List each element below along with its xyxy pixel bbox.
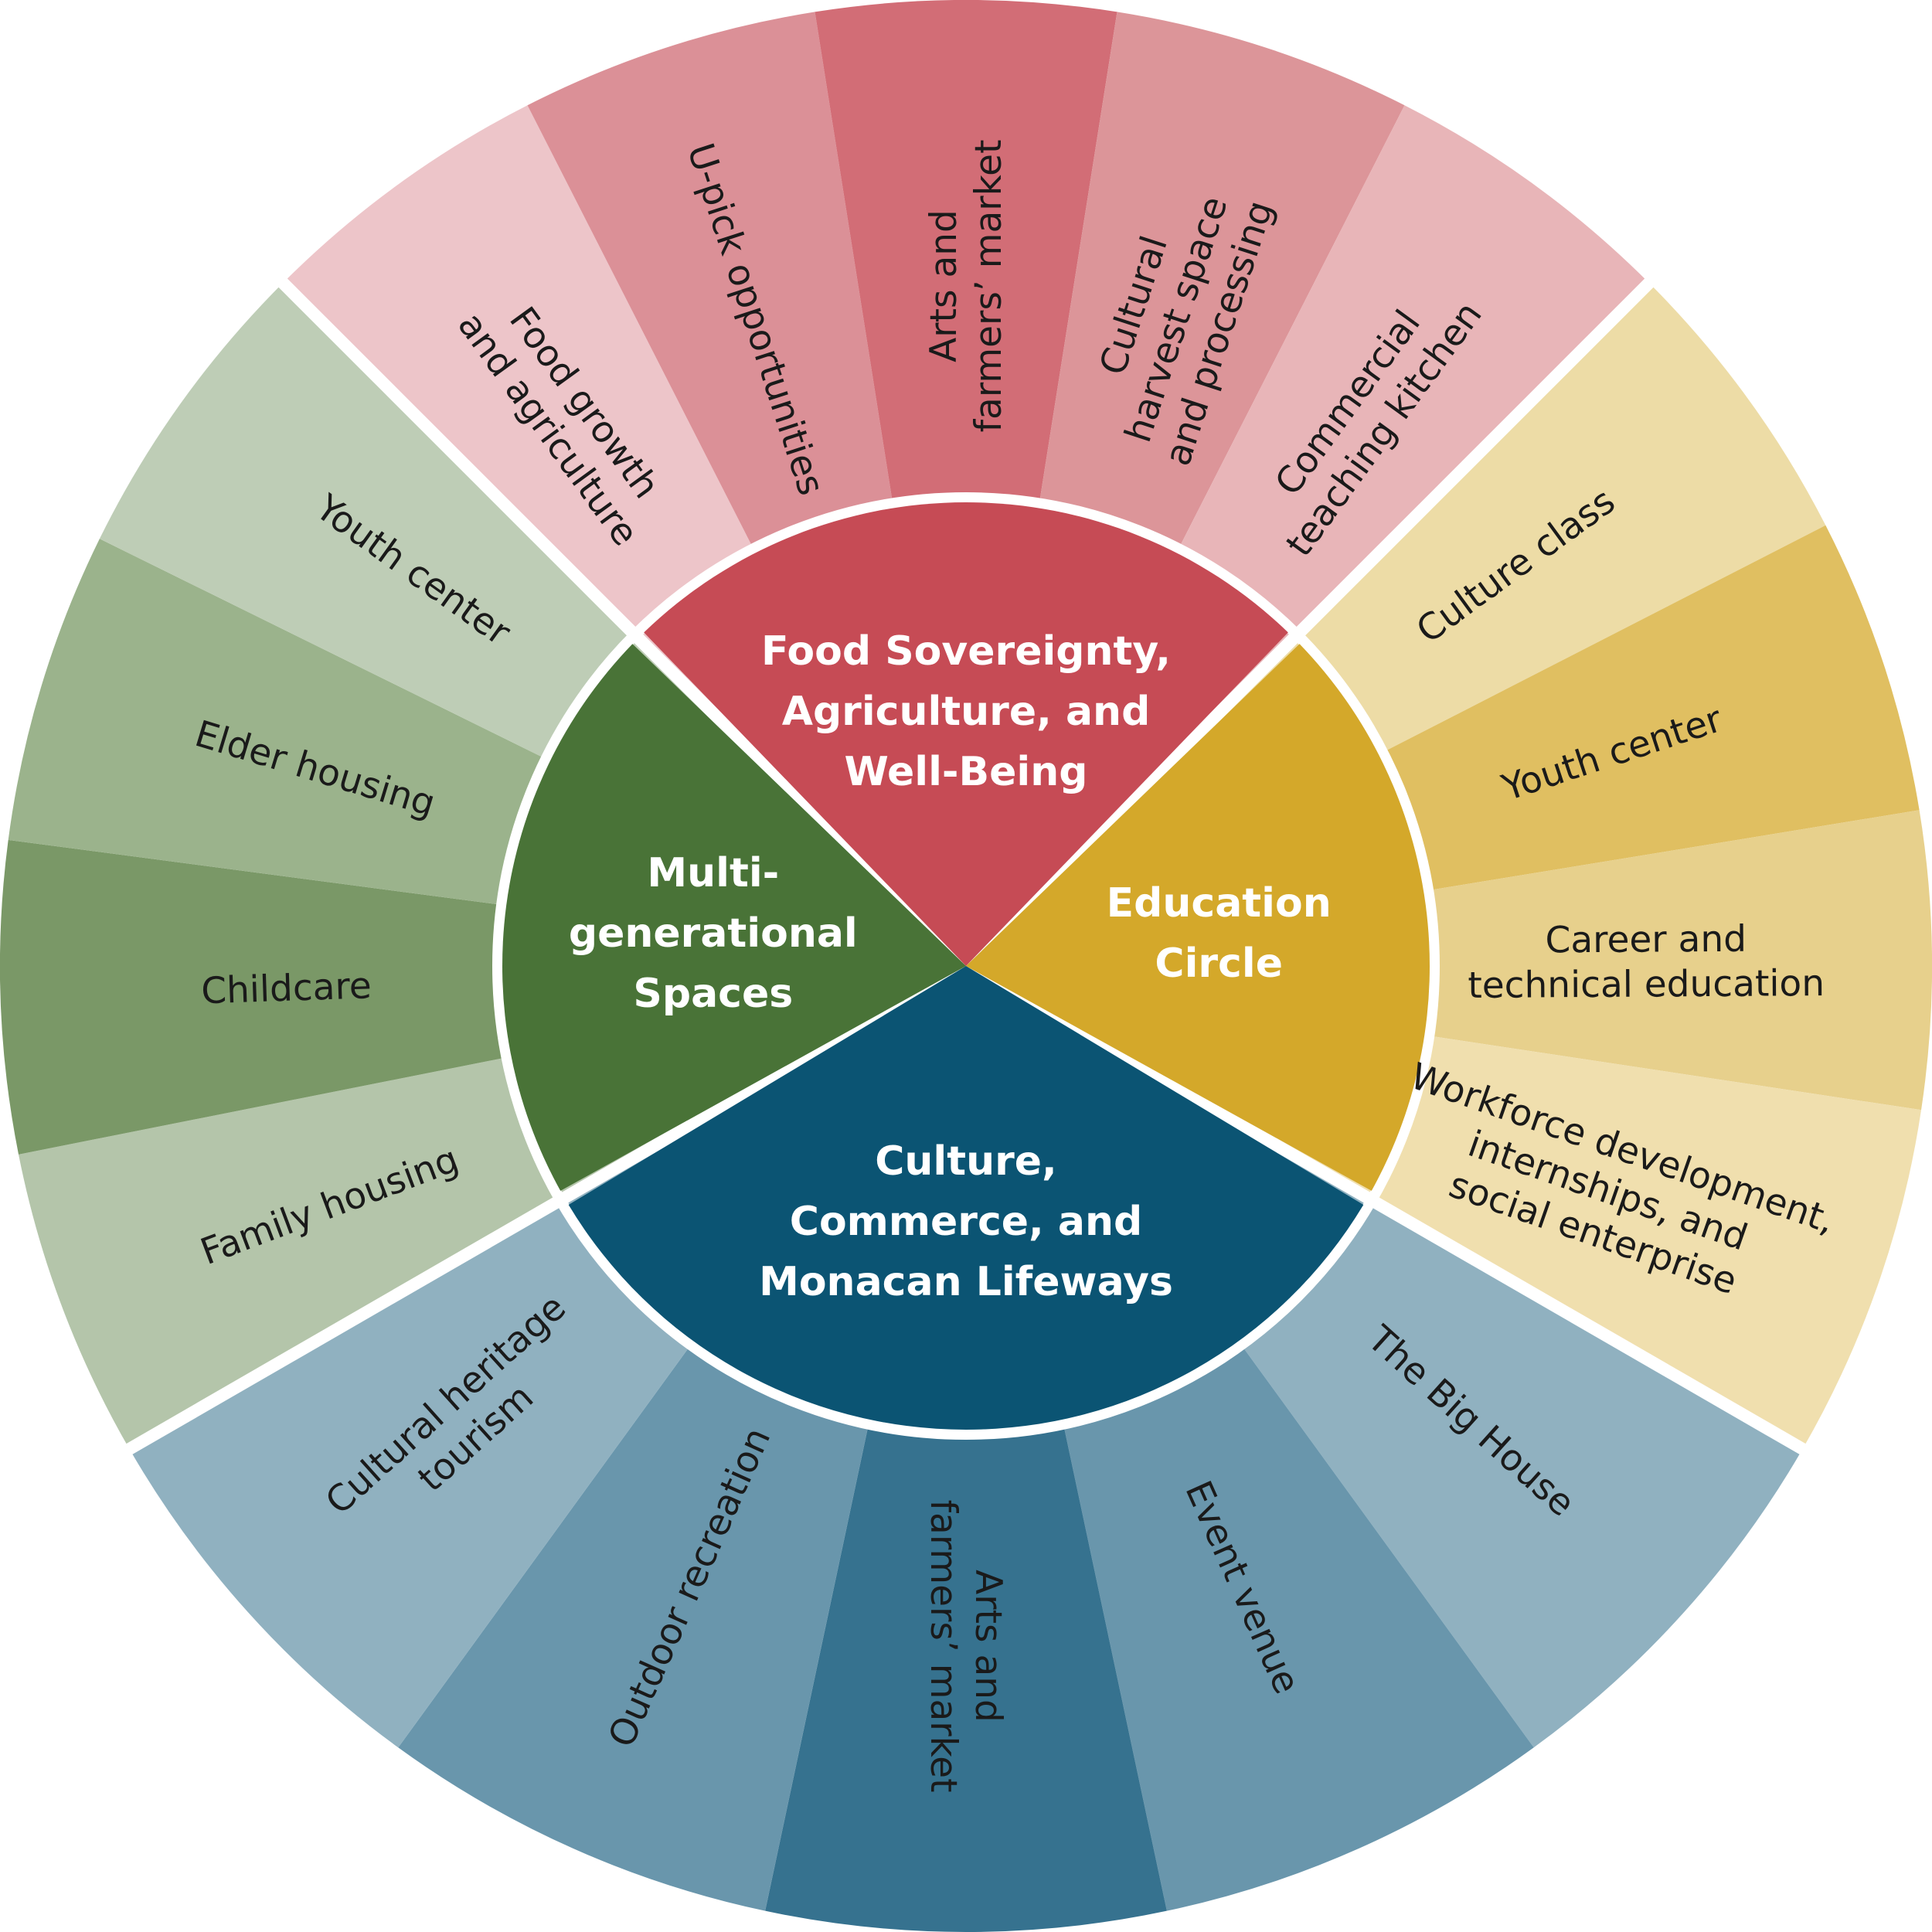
segment-label-line: Childcare	[200, 964, 372, 1012]
segment-label-line: farmers’ market	[968, 139, 1010, 432]
group-dividers	[124, 277, 1808, 1455]
core-education	[966, 644, 1430, 1191]
core-title-line: generational	[569, 910, 858, 957]
segment-label-line: Arts and	[923, 209, 965, 362]
segment-label-line: technical education	[1468, 962, 1825, 1007]
core-title-line: Circle	[1155, 940, 1283, 987]
core-title-line: Multi-	[647, 850, 779, 896]
segment-label-line: Career and	[1545, 918, 1747, 962]
segment-food-2	[815, 0, 1117, 966]
segment-label-line: farmers’ market	[922, 1499, 964, 1792]
segment-culture-2	[765, 966, 1167, 1932]
core-ring	[492, 492, 1440, 1440]
segment-label-line: Arts and	[967, 1570, 1009, 1723]
core-title-line: Education	[1107, 880, 1332, 927]
core-food	[644, 502, 1288, 966]
group-divider	[124, 961, 969, 1455]
group-divider	[963, 961, 1808, 1455]
segment-label-culture-2: Arts andfarmers’ market	[922, 1499, 1009, 1792]
core-multigen	[502, 644, 966, 1191]
core-title-line: Culture,	[875, 1138, 1057, 1185]
segment-label-food-2: Arts andfarmers’ market	[923, 139, 1010, 432]
core-title-line: Well-Being	[845, 749, 1088, 795]
segment-education-2	[966, 810, 1932, 1111]
core-title-line: Spaces	[633, 971, 793, 1017]
segment-multigen-1	[0, 839, 967, 1155]
segment-label-multigen-1: Childcare	[200, 964, 372, 1012]
core-title-line: Food Sovereignty,	[761, 628, 1171, 675]
group-divider	[961, 277, 1655, 971]
group-divider	[277, 277, 971, 971]
core-title-line: Commerce, and	[790, 1199, 1142, 1245]
core-title-line: Agriculture, and	[782, 689, 1151, 735]
core-title-line: Monacan Lifeways	[759, 1259, 1173, 1305]
core-culture	[568, 966, 1364, 1430]
center-circle	[502, 502, 1430, 1430]
